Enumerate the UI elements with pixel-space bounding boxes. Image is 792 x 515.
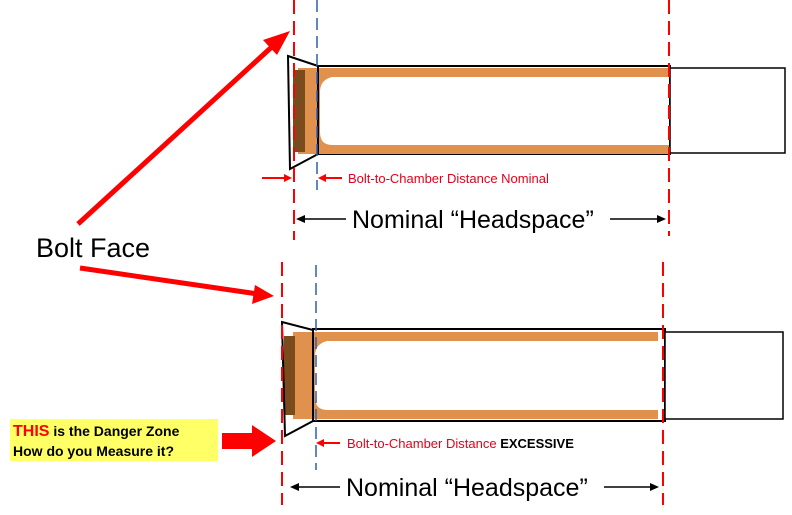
top-headspace-arrowhead-right [657,215,666,223]
bolt-face-callout: Bolt Face [36,31,290,304]
bottom-bolt-face [280,320,314,438]
bottom-gap-label-prefix: Bolt-to-Chamber Distance [347,436,497,451]
danger-zone-warning: THIS is the Danger Zone How do you Measu… [10,419,276,461]
top-gap-label: Bolt-to-Chamber Distance Nominal [348,171,549,186]
bolt-face-arrowhead-lower [252,285,274,304]
top-assembly: Bolt-to-Chamber Distance Nominal Nominal… [262,0,786,240]
bottom-gap-arrowhead-right [316,439,324,447]
top-headspace-arrowhead-left [296,215,305,223]
bottom-chamber-outline [312,328,666,422]
top-case-inner-fillet [320,77,332,145]
warning-line-1-rest: is the Danger Zone [49,423,179,439]
top-case-wall-top [318,68,669,77]
top-bolt-face [286,54,319,171]
bottom-gap-label: Bolt-to-Chamber Distance EXCESSIVE [347,436,574,451]
bottom-gap-label-excessive: EXCESSIVE [500,436,574,451]
warning-line-1: THIS is the Danger Zone [13,423,180,440]
top-case-rim [293,70,305,152]
bottom-case-inner-fillet [315,341,327,410]
top-chamber-outline [317,65,671,155]
bottom-headspace-arrowhead-right [650,483,659,491]
top-headspace-label: Nominal “Headspace” [352,206,594,234]
bottom-case-rim [284,336,295,415]
bottom-case-head [293,332,315,419]
top-gap-arrowhead-right [318,174,326,182]
bolt-face-arrow-upper [76,42,277,226]
bottom-case-wall-bottom [313,410,658,419]
bolt-face-arrowhead-upper [263,31,290,55]
warning-block-arrow [222,425,276,457]
top-case-wall-bottom [318,145,669,154]
bottom-barrel-extension [664,331,784,420]
bolt-face-arrow-lower [79,265,259,297]
warning-line-2: How do you Measure it? [13,443,174,459]
top-barrel-extension [669,67,786,154]
bottom-headspace-arrowhead-left [290,483,299,491]
bottom-case-wall-top [313,332,658,341]
warning-highlight-box [10,419,218,461]
bolt-face-label: Bolt Face [36,233,150,263]
bottom-headspace-label: Nominal “Headspace” [346,474,588,502]
warning-this: THIS [13,423,50,440]
top-gap-arrowhead-left [284,174,292,182]
bottom-assembly: Bolt-to-Chamber Distance EXCESSIVE Nomin… [280,262,784,505]
